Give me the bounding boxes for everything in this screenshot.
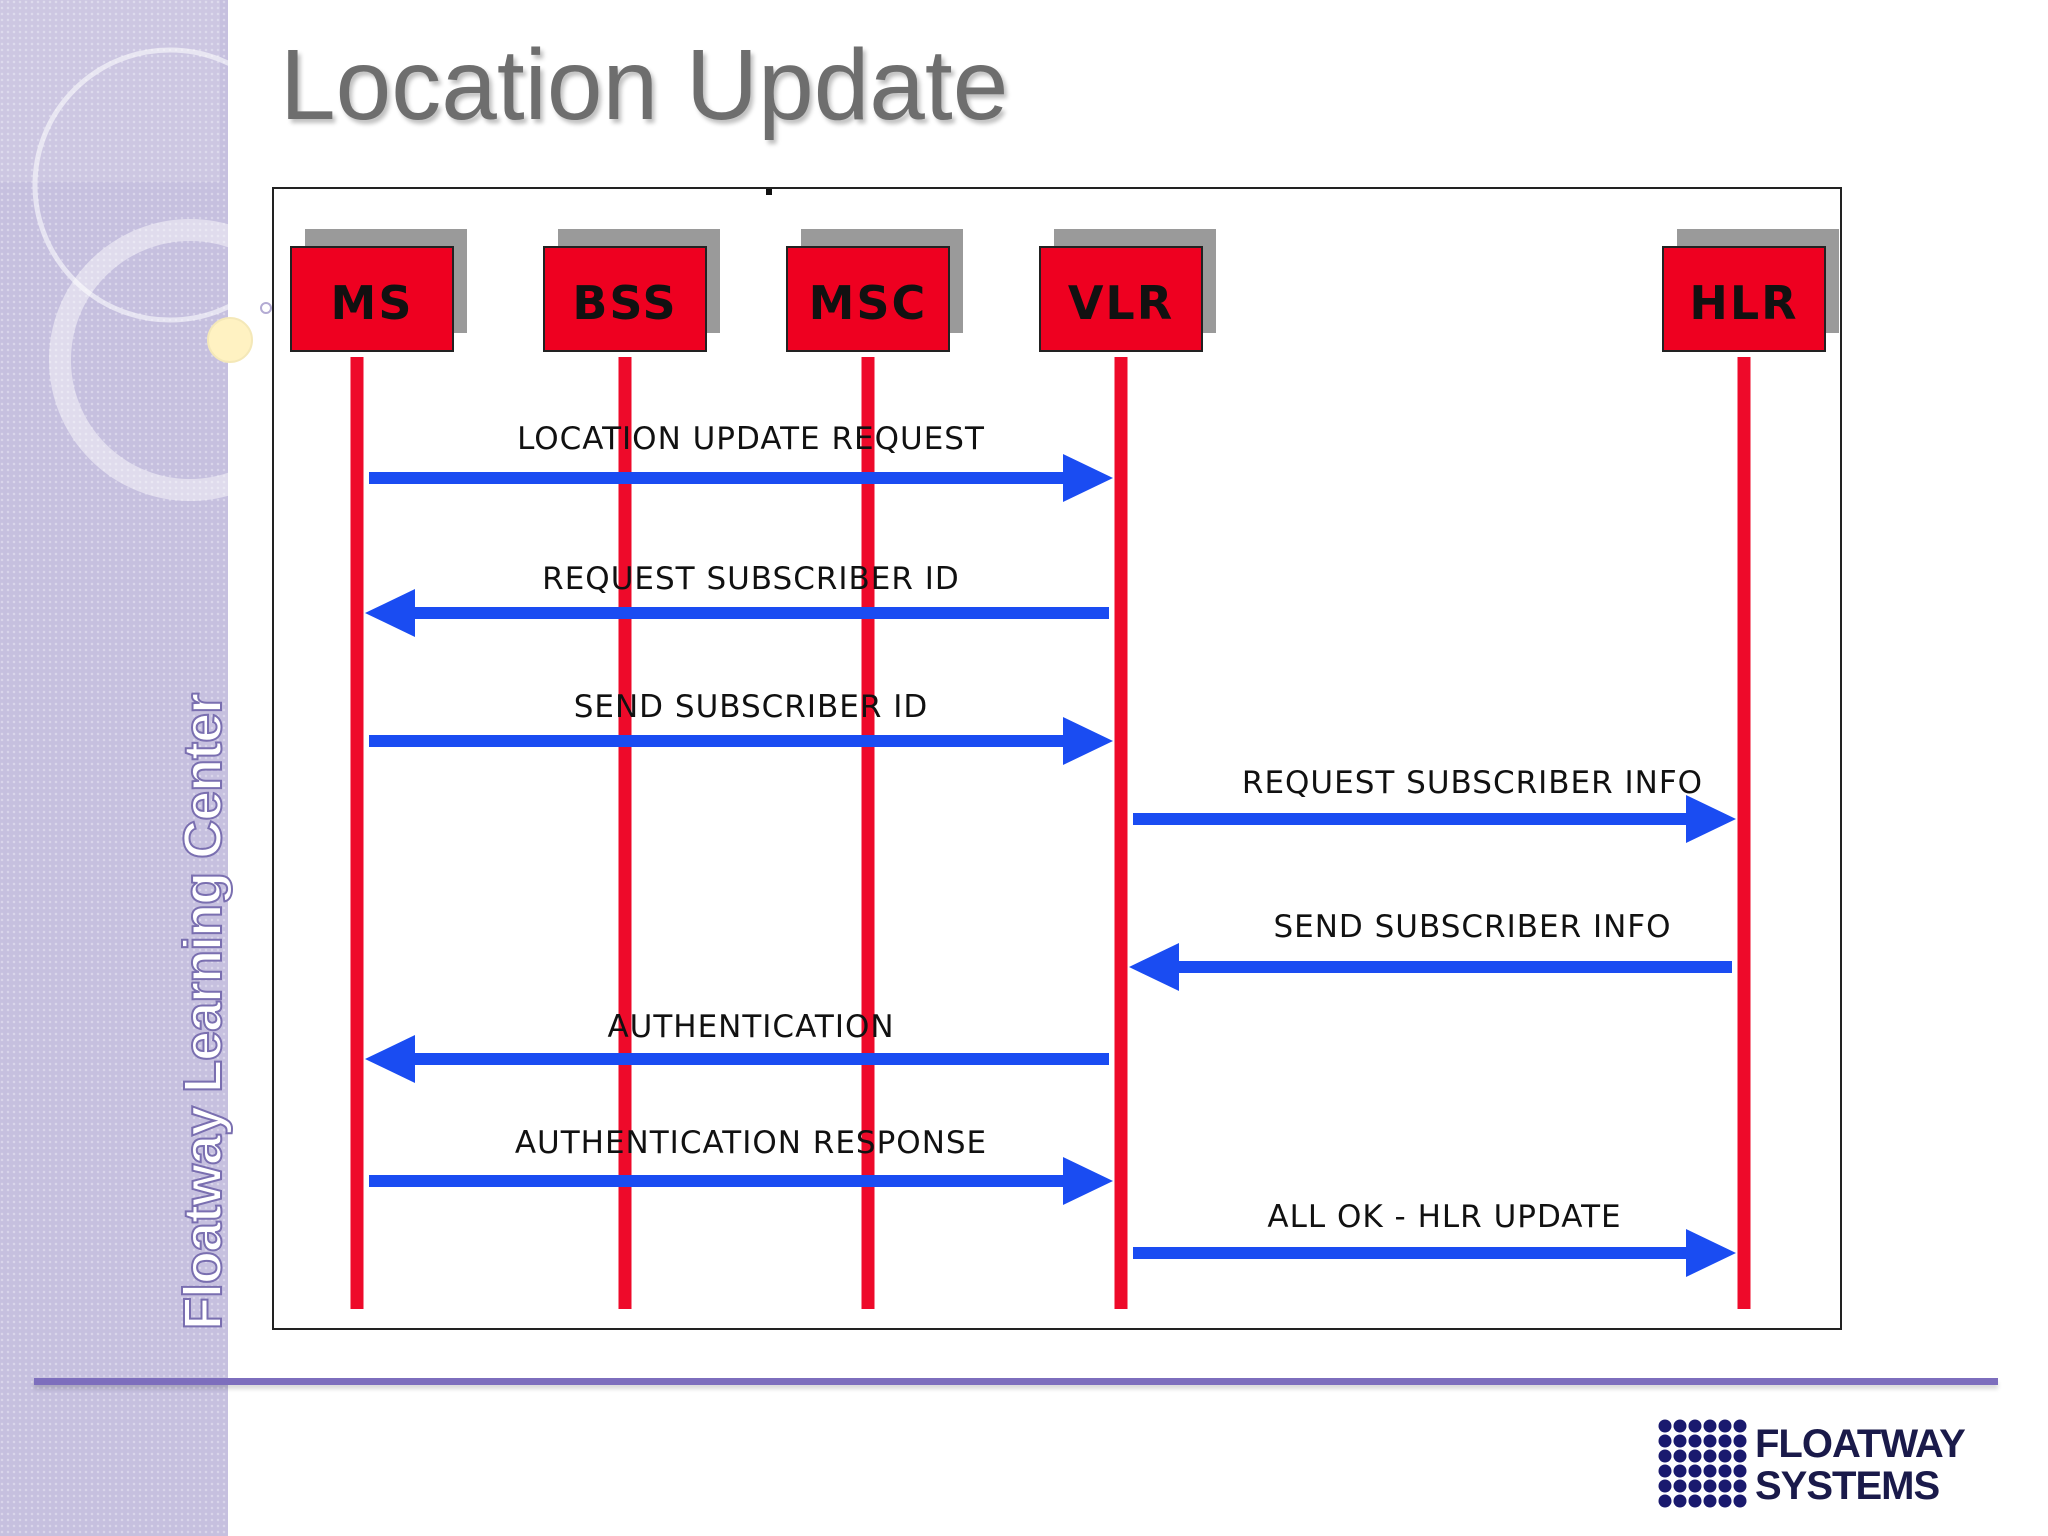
entity-label-ms: MS (331, 276, 414, 330)
logo-dots-icon (1658, 1419, 1747, 1508)
frame-tick (766, 189, 772, 195)
message-arrowhead-1 (1063, 454, 1113, 502)
message-label-5: SEND SUBSCRIBER INFO (1273, 909, 1671, 945)
logo-dot (1688, 1434, 1702, 1448)
logo-dot (1733, 1434, 1747, 1448)
message-arrowhead-8 (1686, 1229, 1736, 1277)
entity-label-hlr: HLR (1689, 276, 1798, 330)
sidebar-vertical-label: Floatway Learning Center (172, 693, 234, 1331)
logo-dot (1718, 1494, 1732, 1508)
logo-dot (1658, 1464, 1672, 1478)
logo-dot (1688, 1449, 1702, 1463)
accent-dot-icon (207, 317, 253, 363)
page-title: Location Update (280, 29, 1009, 141)
logo-dot (1673, 1464, 1687, 1478)
entity-label-bss: BSS (572, 276, 677, 330)
entity-box-bss (543, 246, 707, 352)
logo-dot (1718, 1464, 1732, 1478)
sequence-diagram-canvas: MS BSS MSC VLR HLR LOCATION UPDATE REQUEST REQ… (290, 189, 1839, 1309)
logo-dot (1703, 1449, 1717, 1463)
sequence-diagram: MS BSS MSC VLR HLR LOCATION UPDATE REQUEST REQ… (272, 187, 1842, 1330)
entity-box-msc (786, 246, 950, 352)
message-label-6: AUTHENTICATION (607, 1009, 894, 1045)
logo-dot (1673, 1479, 1687, 1493)
logo-dot (1658, 1479, 1672, 1493)
entity-box-hlr (1662, 246, 1826, 352)
logo-dot (1673, 1449, 1687, 1463)
logo-dot (1733, 1494, 1747, 1508)
entity-box-vlr (1039, 246, 1203, 352)
logo-dot (1673, 1419, 1687, 1433)
message-label-1: LOCATION UPDATE REQUEST (517, 421, 985, 457)
message-label-7: AUTHENTICATION RESPONSE (515, 1125, 987, 1161)
logo-dot (1718, 1419, 1732, 1433)
entity-box-ms (290, 246, 454, 352)
logo-dot (1673, 1494, 1687, 1508)
logo-dot (1703, 1464, 1717, 1478)
logo-dot (1688, 1464, 1702, 1478)
logo-dot (1718, 1479, 1732, 1493)
logo-dot (1703, 1419, 1717, 1433)
logo-dot (1718, 1449, 1732, 1463)
message-label-2: REQUEST SUBSCRIBER ID (542, 561, 960, 597)
logo-dot (1688, 1479, 1702, 1493)
message-label-3: SEND SUBSCRIBER ID (574, 689, 929, 725)
logo-dot (1658, 1494, 1672, 1508)
message-arrowhead-5 (1129, 943, 1179, 991)
logo-dot (1688, 1419, 1702, 1433)
message-arrowhead-3 (1063, 717, 1113, 765)
message-arrowhead-2 (365, 589, 415, 637)
logo-dot (1673, 1434, 1687, 1448)
decorative-rings (0, 0, 300, 501)
company-logo: FLOATWAY SYSTEMS (1655, 1410, 1975, 1520)
logo-dot (1733, 1479, 1747, 1493)
logo-line1: FLOATWAY (1755, 1422, 1966, 1466)
message-arrowhead-7 (1063, 1157, 1113, 1205)
logo-dot (1718, 1434, 1732, 1448)
entity-label-vlr: VLR (1068, 276, 1174, 330)
logo-dot (1658, 1434, 1672, 1448)
footer-divider (34, 1378, 1998, 1385)
logo-dot (1733, 1449, 1747, 1463)
message-arrowhead-6 (365, 1035, 415, 1083)
logo-dot (1703, 1494, 1717, 1508)
logo-dot (1703, 1479, 1717, 1493)
logo-dot (1703, 1434, 1717, 1448)
logo-dot (1688, 1494, 1702, 1508)
message-label-8: ALL OK - HLR UPDATE (1267, 1199, 1621, 1235)
logo-dot (1733, 1419, 1747, 1433)
logo-dot (1733, 1464, 1747, 1478)
sidebar: Floatway Learning Center (0, 0, 300, 1536)
message-label-4: REQUEST SUBSCRIBER INFO (1242, 765, 1703, 801)
message-arrowhead-4 (1686, 795, 1736, 843)
logo-line2: SYSTEMS (1755, 1464, 1940, 1508)
entity-label-msc: MSC (809, 276, 928, 330)
logo-dot (1658, 1419, 1672, 1433)
logo-dot (1658, 1449, 1672, 1463)
